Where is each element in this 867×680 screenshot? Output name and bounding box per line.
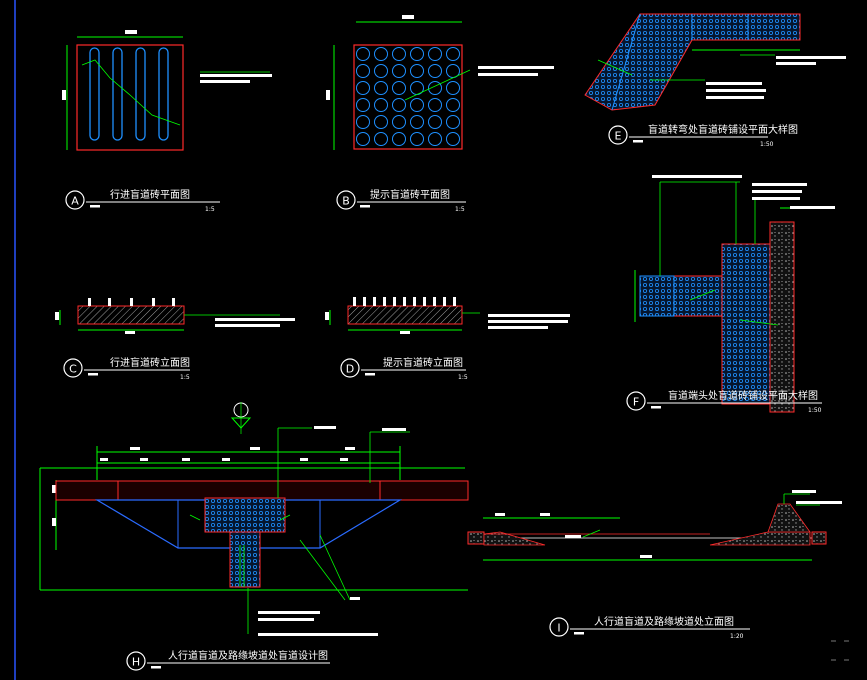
label-c-id: C [69,363,77,376]
tactile-dot [374,98,388,112]
tactile-dot [392,47,406,61]
tactile-bump [403,297,406,306]
detail-c-bar-tile-elevation [55,298,295,334]
label-b-scale: 1:5 [455,206,465,213]
label-a-id: A [71,195,79,208]
detail-f-end-plan [634,175,835,413]
tactile-dot [356,115,370,129]
tactile-dot [374,81,388,95]
label-i: I 人行道盲道及路缘坡道处立面图 1:20 [549,615,750,640]
label-d-title: 提示盲道砖立面图 [383,356,463,369]
tactile-dot [446,132,460,146]
sheet-corner-marks [831,640,849,661]
tactile-bump [443,297,446,306]
label-i-title: 人行道盲道及路缘坡道处立面图 [594,615,734,628]
tactile-dot [410,64,424,78]
label-c-title: 行进盲道砖立面图 [110,356,190,369]
label-b-title: 提示盲道砖平面图 [370,188,450,201]
label-c-scale: 1:5 [180,374,190,381]
detail-b-dot-tile-plan [326,15,554,150]
label-b: B 提示盲道砖平面图 1:5 [336,188,466,213]
label-e-id: E [615,130,622,143]
tactile-bump [373,297,376,306]
tactile-dot [410,47,424,61]
label-f-id: F [633,396,639,409]
detail-i-ramp-elevation [467,490,842,561]
tactile-dot [392,115,406,129]
tactile-bump [363,297,366,306]
label-b-id: B [342,195,350,208]
label-a: A 行进盲道砖平面图 1:5 [65,188,220,213]
tactile-dot [374,132,388,146]
tactile-dot [410,115,424,129]
label-a-title: 行进盲道砖平面图 [110,188,190,201]
tactile-bump [453,297,456,306]
tactile-bump [413,297,416,306]
label-a-scale: 1:5 [205,206,215,213]
label-d-scale: 1:5 [458,374,468,381]
tactile-dot [410,98,424,112]
label-f: F 盲道端头处盲道砖铺设平面大样图 1:50 [626,389,822,414]
tactile-dot [446,115,460,129]
label-h-id: H [132,656,140,669]
detail-e-turning-plan [584,13,846,111]
tactile-dot [410,132,424,146]
tactile-dot [428,132,442,146]
label-d: D 提示盲道砖立面图 1:5 [340,356,468,381]
label-e: E 盲道转弯处盲道砖铺设平面大样图 1:50 [608,123,798,148]
tactile-dot [428,64,442,78]
label-e-title: 盲道转弯处盲道砖铺设平面大样图 [648,123,798,136]
label-h: H 人行道盲道及路缘坡道处盲道设计图 [126,649,330,671]
tactile-bump [353,297,356,306]
tactile-bump [383,297,386,306]
tactile-dot [428,47,442,61]
tactile-bump [393,297,396,306]
label-f-scale: 1:50 [808,407,822,414]
sheet-border-line [14,0,16,680]
tactile-bump [423,297,426,306]
label-i-scale: 1:20 [730,633,744,640]
label-d-id: D [346,363,354,376]
detail-d-dot-tile-elevation [325,297,570,334]
tactile-dot [392,64,406,78]
label-h-title: 人行道盲道及路缘坡道处盲道设计图 [168,649,328,662]
tactile-dot [356,98,370,112]
tactile-dot [428,81,442,95]
label-f-title: 盲道端头处盲道砖铺设平面大样图 [668,389,818,402]
tactile-dot [356,47,370,61]
tactile-dot [392,98,406,112]
label-e-scale: 1:50 [760,141,774,148]
tactile-dot [374,115,388,129]
tactile-dot [446,81,460,95]
label-c: C 行进盲道砖立面图 1:5 [63,356,190,381]
tactile-dot [374,64,388,78]
tactile-dot [374,47,388,61]
tactile-dot [446,98,460,112]
tactile-dot [428,98,442,112]
label-i-id: I [557,622,560,635]
tactile-dot [356,132,370,146]
tactile-dot [392,81,406,95]
detail-h-curb-ramp-plan [39,402,469,636]
tactile-dot [356,64,370,78]
tactile-dot [392,132,406,146]
tactile-dot [428,115,442,129]
tactile-bump [433,297,436,306]
tactile-dot [356,81,370,95]
detail-a-bar-tile-plan [62,30,272,151]
tactile-dot [446,47,460,61]
